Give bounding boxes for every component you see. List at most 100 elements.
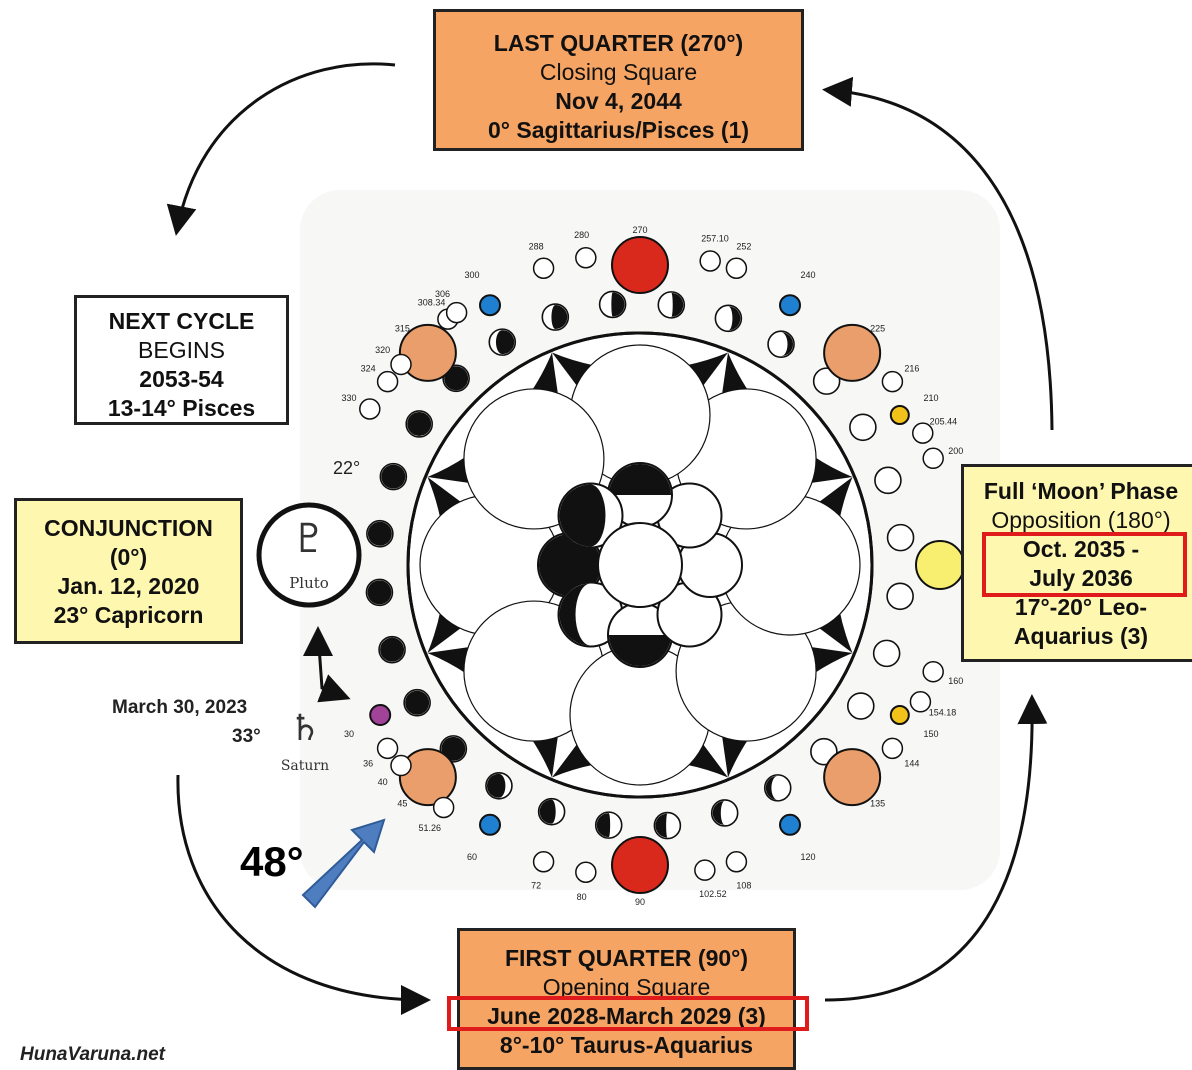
aspect-300-disc	[479, 294, 501, 317]
phase-wheel: 270280288300252257.10240225216210205.442…	[341, 225, 983, 907]
degree-label: 30	[344, 729, 354, 739]
phase-circle	[366, 519, 394, 548]
aspect-315-disc	[398, 323, 457, 382]
degree-label: 330	[341, 393, 356, 403]
phase-circle	[767, 330, 795, 359]
full-moon-date-line1: Oct. 2035 -	[1022, 536, 1140, 562]
degree-label: 308.34	[418, 297, 446, 307]
first-quarter-title: FIRST QUARTER (90°)	[504, 945, 749, 971]
first-quarter-position: 8°-10° Taurus-Aquarius	[499, 1032, 754, 1058]
degree-label: 315	[395, 323, 410, 333]
next-cycle-box: NEXT CYCLE BEGINS 2053-54 13-14° Pisces	[74, 295, 289, 425]
saturn-date: March 30, 2023	[112, 697, 247, 718]
aspect-open-circle	[575, 861, 597, 884]
full-moon-position-line2: Aquarius (3)	[1013, 623, 1149, 649]
degree-label: 210	[923, 393, 938, 403]
center-moon	[607, 602, 673, 668]
conjunction-title: CONJUNCTION	[44, 515, 213, 541]
degree-label: 80	[577, 892, 587, 902]
phase-circle	[378, 635, 406, 664]
moon-phase-ring	[365, 290, 915, 840]
aspect-open-circle	[532, 850, 555, 873]
last-quarter-position: 0° Sagittarius/Pisces (1)	[487, 117, 750, 143]
degree-label: 270	[632, 225, 647, 235]
degree-label: 300	[464, 270, 479, 280]
phase-circle	[485, 771, 513, 800]
aspect-open-circle	[881, 370, 904, 393]
phase-circle	[872, 639, 901, 668]
phase-circle	[403, 688, 431, 717]
degree-label: 160	[948, 676, 963, 686]
full-moon-box: Full ‘Moon’ Phase Opposition (180°) Oct.…	[961, 464, 1192, 662]
aspect-open-circle	[359, 398, 381, 420]
aspect-open-circle	[532, 257, 555, 280]
aspect-210-disc	[889, 405, 910, 425]
degree-label: 72	[531, 881, 541, 891]
center-moon	[557, 581, 624, 648]
aspect-open-circle	[376, 370, 399, 393]
degree-label: 280	[574, 230, 589, 240]
aspect-open-circle	[390, 754, 412, 777]
cycle-arrow-top-left	[166, 62, 396, 236]
phase-circle	[657, 291, 686, 319]
next-cycle-title: NEXT CYCLE	[108, 308, 255, 334]
last-quarter-subtitle: Closing Square	[539, 59, 698, 85]
phase-circle	[714, 304, 743, 333]
aspect-open-circle	[725, 257, 748, 280]
degree-label: 144	[904, 758, 919, 768]
phase-circle	[874, 466, 902, 495]
full-moon-subtitle: Opposition (180°)	[991, 507, 1171, 533]
phase-circle	[488, 328, 517, 356]
aspect-30-disc	[369, 704, 392, 726]
aspect-open-circle	[376, 737, 399, 760]
degree-label: 45	[397, 799, 407, 809]
aspect-180-disc	[915, 540, 965, 590]
full-moon-date-highlight	[982, 532, 1187, 597]
conjunction-date: Jan. 12, 2020	[57, 573, 200, 599]
center-circle	[597, 522, 683, 608]
phase-circle	[653, 811, 682, 840]
full-moon-date-line2: July 2036	[1029, 565, 1133, 591]
full-moon-position-line1: 17°-20° Leo-	[1014, 594, 1148, 620]
first-quarter-subtitle: Opening Square	[542, 974, 711, 1000]
next-cycle-subtitle: BEGINS	[138, 337, 225, 363]
phase-circle	[405, 410, 434, 438]
cycle-arrow-bottom-right	[824, 694, 1048, 1002]
aspect-240-disc	[779, 294, 801, 317]
phase-circle	[541, 303, 570, 331]
aspect-150-disc	[889, 705, 910, 725]
degree-pointer-arrow	[301, 818, 386, 909]
aspect-open-circle	[912, 422, 934, 444]
center-moon	[557, 482, 624, 549]
degree-label: 150	[923, 729, 938, 739]
degree-label: 36	[363, 758, 373, 768]
degree-label: 40	[378, 777, 388, 787]
degree-label: 324	[361, 364, 376, 374]
first-quarter-date-highlight	[447, 996, 809, 1031]
first-quarter-date: June 2028-March 2029 (3)	[487, 1003, 766, 1029]
phase-circle	[439, 735, 468, 763]
aspect-60-disc	[479, 813, 501, 836]
aspect-markers	[359, 236, 965, 894]
degree-label: 257.10	[701, 233, 729, 243]
phase-circle	[886, 523, 915, 552]
aspect-120-disc	[779, 813, 801, 836]
full-moon-title: Full ‘Moon’ Phase	[983, 478, 1179, 504]
degree-label: 90	[635, 897, 645, 907]
degree-label: 225	[870, 323, 885, 333]
pluto-degree: 22°	[333, 458, 360, 478]
phase-circle	[763, 774, 792, 802]
aspect-open-circle	[694, 859, 716, 881]
last-quarter-title: LAST QUARTER (270°)	[493, 30, 744, 56]
saturn-symbol: ♄	[289, 708, 321, 749]
degree-label: 108	[736, 881, 751, 891]
degree-label: 288	[529, 241, 544, 251]
degree-label: 102.52	[699, 889, 727, 899]
degree-label: 154.18	[929, 707, 957, 717]
aspect-open-circle	[881, 737, 904, 760]
aspect-45-disc	[398, 748, 457, 807]
next-cycle-date: 2053-54	[139, 366, 224, 392]
degree-label: 51.26	[418, 823, 441, 833]
arrow-degree-label: 48°	[240, 838, 304, 885]
degree-label: 120	[800, 852, 815, 862]
